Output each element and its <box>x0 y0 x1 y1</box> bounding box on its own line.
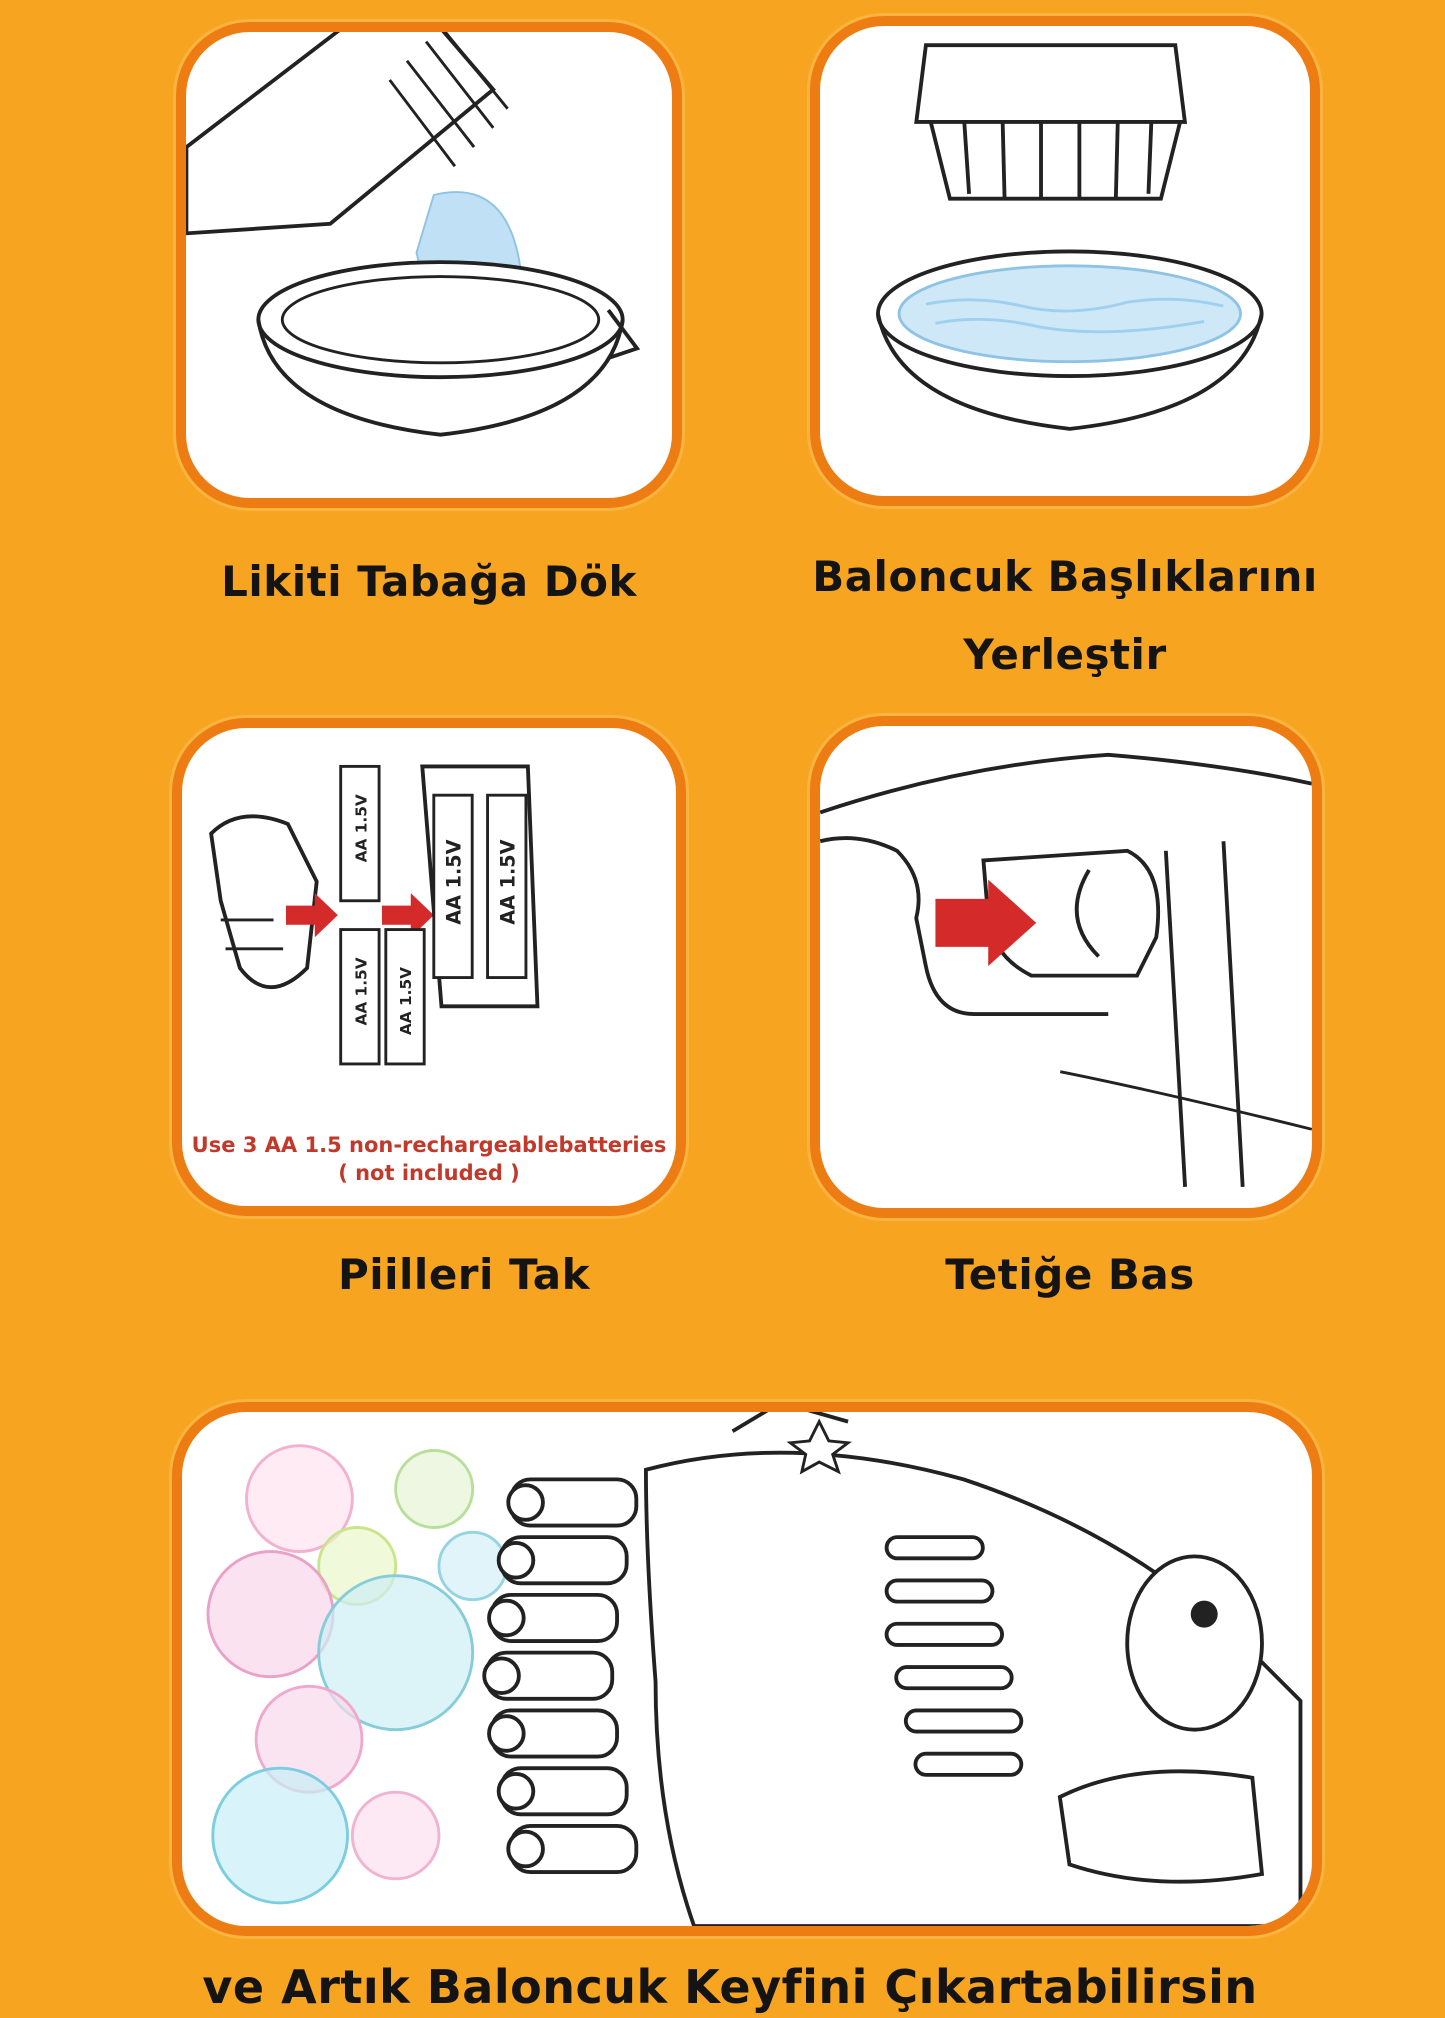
step-3-panel: AA 1.5V AA 1.5V AA 1.5V AA 1.5V AA 1.5V … <box>172 718 686 1216</box>
step-4-panel <box>810 716 1322 1218</box>
battery-label-2: AA 1.5V <box>353 957 371 1025</box>
step-3-caption: Piilleri Tak <box>337 1250 591 1299</box>
step-1-panel <box>176 22 682 508</box>
step-2-caption-line-2: Yerleştir <box>963 630 1167 679</box>
battery-label-3: AA 1.5V <box>397 967 415 1035</box>
battery-label-5: AA 1.5V <box>496 839 519 924</box>
pour-liquid-illustration <box>186 32 641 437</box>
battery-insert-illustration: AA 1.5V AA 1.5V AA 1.5V AA 1.5V AA 1.5V <box>209 764 540 1066</box>
battery-note-line-1: Use 3 AA 1.5 non-rechargeablebatteries <box>191 1133 667 1157</box>
battery-label-1: AA 1.5V <box>353 794 371 862</box>
bubble-gun-illustration <box>206 1412 1303 1926</box>
bubble-head-tray-illustration <box>876 43 1264 431</box>
step-4-caption: Tetiğe Bas <box>945 1250 1195 1299</box>
final-caption: ve Artık Baloncuk Keyfini Çıkartabilirsi… <box>202 1960 1258 2014</box>
press-trigger-illustration <box>820 752 1312 1187</box>
battery-label-4: AA 1.5V <box>443 839 466 924</box>
battery-note-line-2: ( not included ) <box>338 1161 520 1185</box>
step-1-caption: Likiti Tabağa Dök <box>221 557 637 606</box>
step-2-panel <box>810 16 1320 506</box>
step-2-caption-line-1: Baloncuk Başlıklarını <box>812 552 1318 601</box>
step-5-panel <box>172 1402 1322 1936</box>
